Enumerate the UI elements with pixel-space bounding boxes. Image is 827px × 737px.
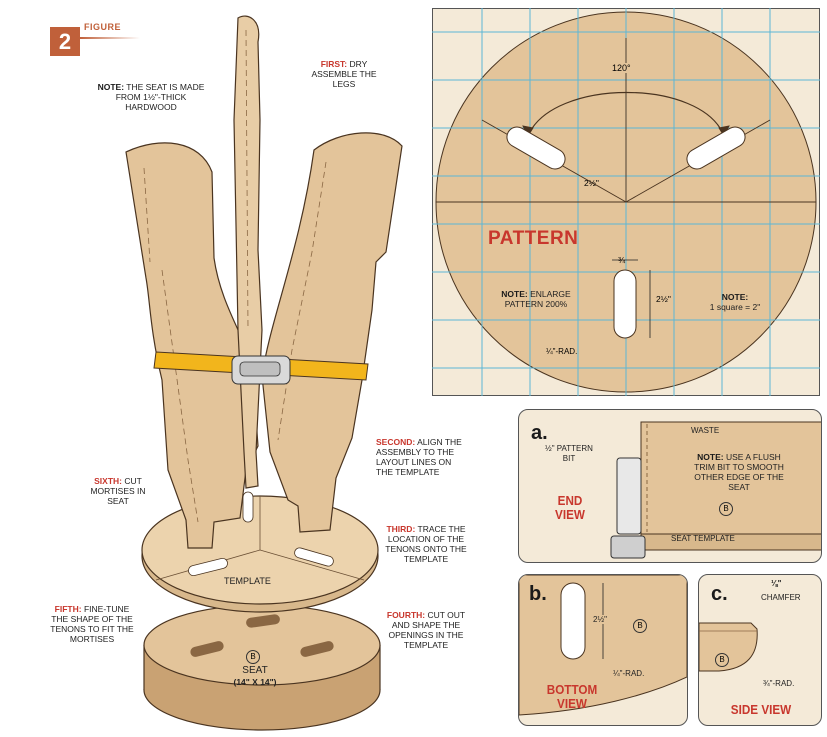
note-fifth: FIFTH: FINE-TUNE THE SHAPE OF THE TENONS…: [50, 604, 134, 644]
note-first: FIRST: DRY ASSEMBLE THE LEGS: [311, 59, 377, 89]
detail-c-letter: c.: [711, 583, 728, 605]
detail-a-note: NOTE: USE A FLUSH TRIM BIT TO SMOOTH OTH…: [694, 452, 784, 492]
detail-a-view: END VIEW: [555, 493, 585, 522]
detail-a-bit: ½" PATTERN BIT: [545, 444, 593, 463]
template-disc: [141, 491, 379, 613]
pattern-title: PATTERN: [488, 228, 579, 249]
detail-a-part-marker: B: [719, 502, 733, 516]
pattern-angle: 120°: [610, 63, 633, 73]
detail-c-radius: ¾"-RAD.: [763, 679, 795, 688]
detail-c-panel: c. ⅛" CHAMFER B ¾"-RAD. SIDE VIEW: [698, 574, 822, 726]
seat-disc: [143, 604, 381, 731]
detail-c-chamfer: CHAMFER: [761, 593, 801, 602]
detail-b-length: 2½": [593, 615, 607, 624]
detail-a-panel: a. WASTE ½" PATTERN BIT NOTE: USE A FLUS…: [518, 409, 822, 563]
leg-right: [261, 132, 403, 533]
figure-label: FIGURE: [84, 22, 122, 32]
seat-label: SEAT: [242, 665, 268, 676]
detail-a-letter: a.: [531, 422, 548, 444]
figure-number: 2: [58, 29, 72, 54]
pattern-offset: 2½": [584, 178, 599, 188]
note-second: SECOND: ALIGN THE ASSEMBLY TO THE LAYOUT…: [376, 437, 462, 477]
seat-size: (14" X 14"): [233, 677, 277, 687]
note-third: THIRD: TRACE THE LOCATION OF THE TENONS …: [385, 524, 467, 564]
detail-b-panel: b. 2½" ¼"-RAD. B BOTTOM VIEW: [518, 574, 688, 726]
figure-badge: 2: [50, 27, 80, 56]
figure-rule: [80, 37, 140, 39]
pattern-scale-note: NOTE:1 square = 2": [709, 292, 761, 312]
detail-a-template: SEAT TEMPLATE: [671, 534, 735, 543]
pattern-panel: [432, 8, 820, 396]
detail-a-waste: WASTE: [691, 426, 720, 435]
detail-c-chamfer-size: ⅛": [771, 579, 782, 588]
note-fourth: FOURTH: CUT OUT AND SHAPE THE OPENINGS I…: [386, 610, 466, 650]
pattern-length: 2½": [656, 294, 671, 304]
detail-b-part-marker: B: [633, 619, 647, 633]
detail-c-view: SIDE VIEW: [730, 702, 792, 717]
detail-c-part-marker: B: [715, 653, 729, 667]
pattern-width: ¾: [618, 255, 626, 265]
pattern-enlarge-note: NOTE: ENLARGE PATTERN 200%: [501, 289, 571, 309]
template-label: TEMPLATE: [224, 576, 271, 586]
seat-part-marker: B: [246, 650, 260, 664]
pattern-radius: ¼"-RAD.: [546, 347, 578, 356]
detail-b-letter: b.: [529, 583, 547, 605]
pattern-slots: [506, 126, 746, 339]
note-seat: NOTE: THE SEAT IS MADE FROM 1½"-THICK HA…: [97, 82, 205, 112]
detail-b-view: BOTTOM VIEW: [546, 682, 598, 711]
detail-b-radius: ¼"-RAD.: [613, 669, 645, 678]
note-sixth: SIXTH: CUT MORTISES IN SEAT: [90, 476, 146, 506]
ratchet-strap: [153, 351, 369, 385]
